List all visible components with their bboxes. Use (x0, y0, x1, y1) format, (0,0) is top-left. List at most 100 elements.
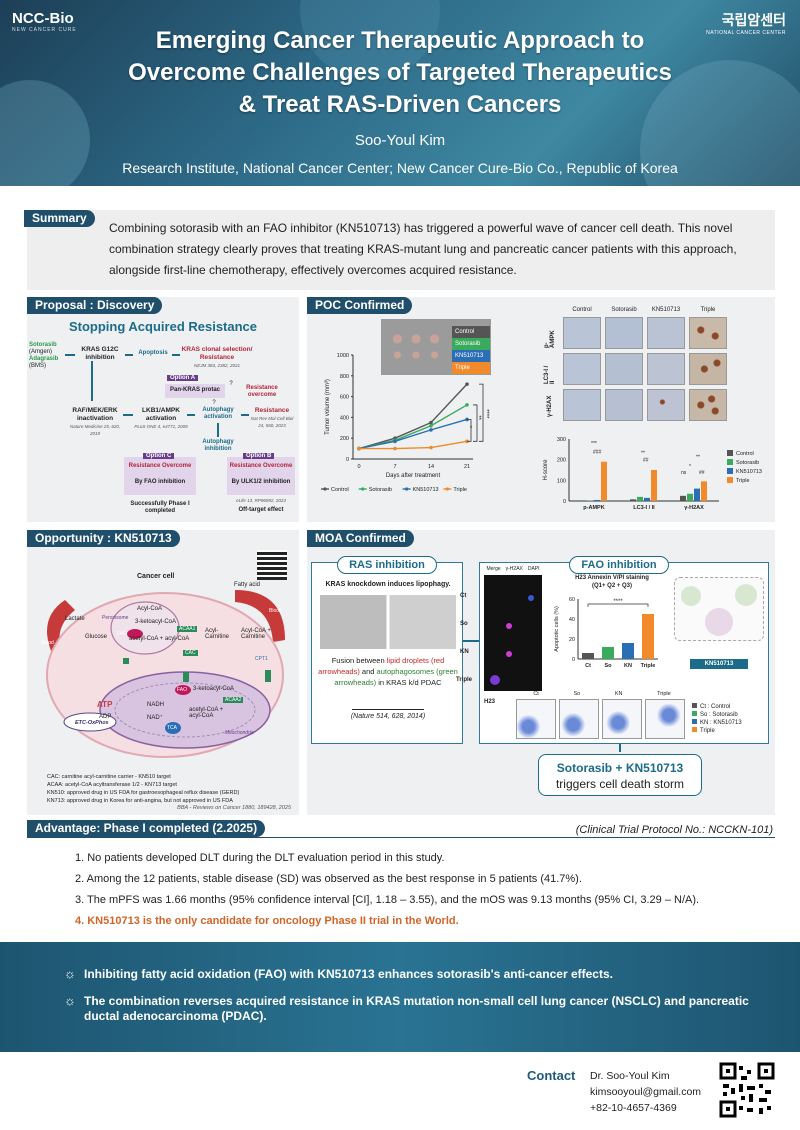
legend-kn: KN : KN510713 (692, 719, 768, 727)
x-tick-label: 21 (464, 464, 470, 470)
data-point (465, 403, 469, 407)
bar (622, 643, 634, 659)
significance-label: * (689, 464, 691, 470)
adp-label: ADP (99, 714, 112, 720)
significance-label: ## (643, 458, 649, 464)
option-b-box (227, 457, 295, 495)
peroxisome-label: Peroxisome (102, 615, 129, 621)
question-mark: ? (212, 400, 216, 406)
x-tick-label: 0 (357, 464, 360, 470)
ihc-image (605, 353, 643, 385)
qr-finder-dot (726, 1069, 730, 1073)
if-signal (506, 623, 512, 629)
flow-plot (559, 699, 599, 739)
x-tick-label: Triple (641, 663, 656, 669)
blood-label-left: Blood (41, 640, 54, 646)
y-tick-label: 60 (569, 597, 575, 603)
bar (630, 499, 636, 501)
em-micrograph (320, 595, 456, 649)
blood-vessel-left (47, 600, 75, 660)
legend-swatch-dot (323, 487, 327, 491)
mitochondrion-cristae (114, 682, 256, 738)
divider (352, 709, 424, 710)
bar (642, 614, 654, 659)
option-c-label: Option C (143, 453, 175, 459)
x-tick-label: Ct (585, 663, 591, 669)
flow-arrow (65, 354, 75, 356)
legend-swatch (692, 719, 697, 724)
down-arrow (619, 744, 621, 752)
kras-inhibition-box: KRAS G12C inhibition (81, 346, 119, 361)
nad-label: NAD⁺ (147, 715, 163, 721)
cell-illustration (735, 584, 757, 606)
ras-inhibition-title: RAS inhibition (337, 556, 437, 574)
ihc-image (689, 353, 727, 385)
list-item-highlight: 4. KN510713 is the only candidate for on… (75, 915, 459, 927)
cell-line-label: H23 (484, 699, 496, 705)
contact-qr-code[interactable] (719, 1062, 775, 1118)
significance-label: **** (483, 409, 489, 419)
ihc-col-label: KN510713 (651, 307, 681, 313)
acyl-carnitine-label: Acyl-Carnitine (205, 628, 230, 640)
significance-label: ** (641, 451, 645, 457)
ihc-image (647, 389, 685, 421)
qr-finder (719, 1062, 737, 1080)
legend-ct: Ct : Control (692, 703, 768, 711)
ulk-citation: eLife 13, RP96992, 2024 (236, 498, 286, 503)
chart-title: H23 Annexin V/PI staining (575, 575, 649, 581)
flow-arrow (91, 361, 93, 401)
data-point (393, 446, 397, 451)
bar (594, 499, 600, 501)
summary-text: Combining sotorasib with an FAO inhibito… (109, 221, 737, 277)
bar (582, 653, 594, 659)
ihc-image (689, 317, 727, 349)
question-mark: ? (229, 381, 233, 387)
proposal-panel: Proposal : Discovery Stopping Acquired R… (27, 297, 299, 522)
fao-inhibition-title: FAO inhibition (569, 556, 669, 574)
legend-label: Control (736, 451, 754, 457)
contact-email[interactable]: kimsooyoul@gmail.com (590, 1086, 702, 1098)
cac-transporter (183, 672, 189, 682)
lkb-box: LKB1/AMPK activation PLoS ONE 4, e4771, … (134, 407, 188, 429)
y-tick-label: 0 (572, 657, 575, 663)
if-row-label: So (460, 621, 468, 627)
x-tick-label: γ-H2AX (684, 505, 704, 511)
y-tick-label: 200 (557, 458, 566, 464)
bar (694, 488, 700, 501)
result-line-2: triggers cell death storm (555, 777, 685, 791)
series-line (358, 404, 468, 450)
opportunity-tag: Opportunity : KN510713 (27, 530, 180, 547)
ras-subtitle: KRAS knockdown induces lipophagy. (325, 581, 451, 588)
legend-swatch-dot (361, 487, 365, 491)
fatty-acid-label: Fatty acid (234, 582, 261, 588)
ihc-col-label: Control (572, 307, 592, 313)
data-point (429, 420, 433, 425)
header-banner: NCC-Bio NEW CANCER CURE 국립암센터 NATIONAL C… (0, 0, 800, 186)
lactate-label: Lactate (65, 616, 85, 622)
ketoacyl-label: 3-ketoacyl-CoA (135, 619, 177, 625)
legend-swatch (727, 450, 733, 456)
x-tick-label: So (604, 663, 612, 669)
bar (680, 495, 686, 501)
resistance-box: Resistance Nat Rev Mol Cell Biol 24, 560… (250, 407, 294, 428)
mitochondria-label: Mitochondria (225, 730, 254, 736)
opportunity-panel: Opportunity : KN510713 Cancer cell Fatty… (27, 530, 299, 815)
conclusion-bullet: ☼ Inhibiting fatty acid oxidation (FAO) … (64, 966, 613, 981)
acyl-coa-label: Acyl-CoA (137, 606, 163, 612)
atp-label: ATP (97, 700, 113, 709)
flow-arrow (187, 414, 195, 416)
option-b-overcome: Resistance Overcome (229, 463, 293, 469)
result-box: Sotorasib + KN510713 triggers cell death… (538, 754, 702, 796)
x-tick-label: 14 (428, 464, 434, 470)
ihc-image (689, 389, 727, 421)
bar (580, 500, 586, 501)
pan-kras-box (165, 384, 225, 398)
significance-bracket (479, 383, 484, 442)
acetyl2-label: acetyl-CoA + acyl-CoA (189, 707, 224, 719)
y-axis-label: Apoptotic cells (%) (554, 606, 560, 652)
